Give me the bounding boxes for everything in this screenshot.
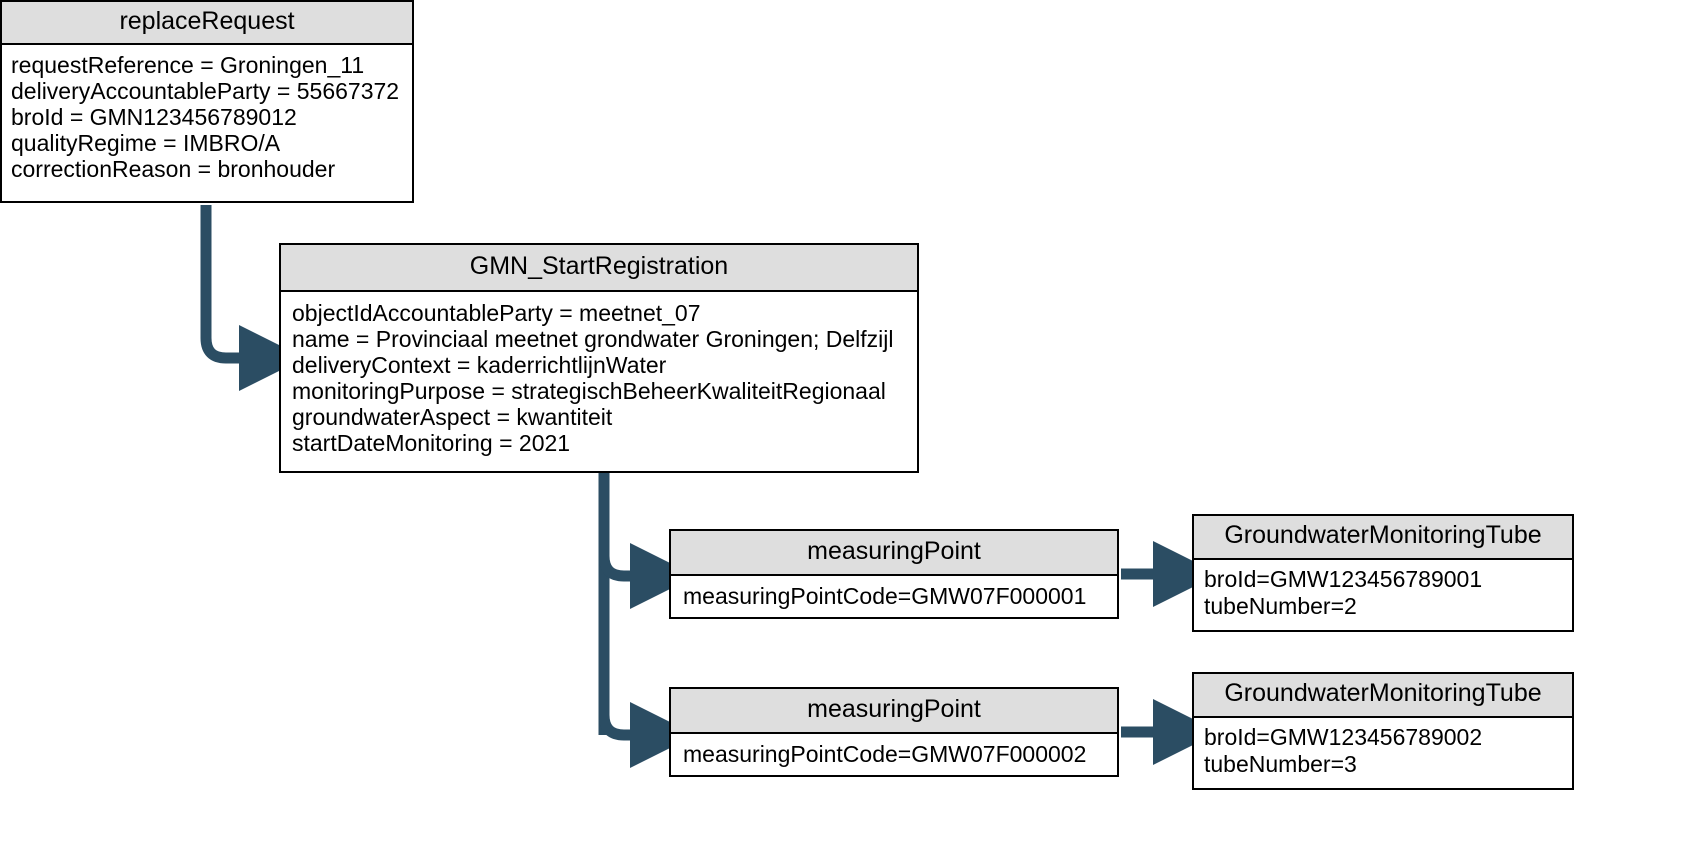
edge-gmn-start-registration-to-measuring-point-2: [598, 702, 696, 768]
attribute-measuring-point-code: measuringPointCode=GMW07F000001: [683, 583, 1087, 609]
attribute-correction-reason: correctionReason = bronhouder: [11, 156, 336, 182]
attribute-bro-id: broId = GMN123456789012: [11, 104, 297, 130]
attribute-name: name = Provinciaal meetnet grondwater Gr…: [292, 326, 894, 352]
node-groundwater-monitoring-tube-2[interactable]: GroundwaterMonitoringTube broId=GMW12345…: [1192, 672, 1574, 790]
attribute-delivery-accountable-party: deliveryAccountableParty = 55667372: [11, 78, 400, 104]
node-gmn-start-registration[interactable]: GMN_StartRegistration objectIdAccountabl…: [279, 243, 919, 473]
node-groundwater-monitoring-tube-1-header: GroundwaterMonitoringTube: [1194, 516, 1572, 560]
node-replace-request-body: requestReference = Groningen_11 delivery…: [2, 45, 412, 191]
node-measuring-point-2-body: measuringPointCode=GMW07F000002: [671, 734, 1117, 767]
edge-gmn-start-registration-to-measuring-point-1: [598, 543, 696, 609]
node-replace-request-header: replaceRequest: [2, 2, 412, 45]
attribute-delivery-context: deliveryContext = kaderrichtlijnWater: [292, 352, 667, 378]
node-groundwater-monitoring-tube-2-header: GroundwaterMonitoringTube: [1194, 674, 1572, 718]
node-measuring-point-1-header: measuringPoint: [671, 531, 1117, 576]
attribute-bro-id: broId=GMW123456789001: [1204, 566, 1483, 592]
attribute-measuring-point-code: measuringPointCode=GMW07F000002: [683, 741, 1087, 767]
node-measuring-point-2-header: measuringPoint: [671, 689, 1117, 734]
node-measuring-point-1[interactable]: measuringPoint measuringPointCode=GMW07F…: [669, 529, 1119, 619]
attribute-tube-number: tubeNumber=2: [1204, 593, 1357, 619]
node-measuring-point-2[interactable]: measuringPoint measuringPointCode=GMW07F…: [669, 687, 1119, 777]
attribute-start-date-monitoring: startDateMonitoring = 2021: [292, 430, 571, 456]
attribute-groundwater-aspect: groundwaterAspect = kwantiteit: [292, 404, 613, 430]
node-groundwater-monitoring-tube-2-body: broId=GMW123456789002 tubeNumber=3: [1194, 718, 1572, 778]
attribute-object-id-accountable-party: objectIdAccountableParty = meetnet_07: [292, 300, 701, 326]
node-groundwater-monitoring-tube-1-body: broId=GMW123456789001 tubeNumber=2: [1194, 560, 1572, 620]
attribute-quality-regime: qualityRegime = IMBRO/A: [11, 130, 281, 156]
node-groundwater-monitoring-tube-1[interactable]: GroundwaterMonitoringTube broId=GMW12345…: [1192, 514, 1574, 632]
node-gmn-start-registration-body: objectIdAccountableParty = meetnet_07 na…: [281, 292, 917, 465]
edge-replace-request-to-gmn-start-registration: [200, 205, 305, 391]
attribute-monitoring-purpose: monitoringPurpose = strategischBeheerKwa…: [292, 378, 886, 404]
node-gmn-start-registration-header: GMN_StartRegistration: [281, 245, 917, 292]
attribute-request-reference: requestReference = Groningen_11: [11, 52, 365, 78]
node-replace-request[interactable]: replaceRequest requestReference = Gronin…: [0, 0, 414, 203]
node-measuring-point-1-body: measuringPointCode=GMW07F000001: [671, 576, 1117, 609]
attribute-tube-number: tubeNumber=3: [1204, 751, 1357, 777]
attribute-bro-id: broId=GMW123456789002: [1204, 724, 1483, 750]
